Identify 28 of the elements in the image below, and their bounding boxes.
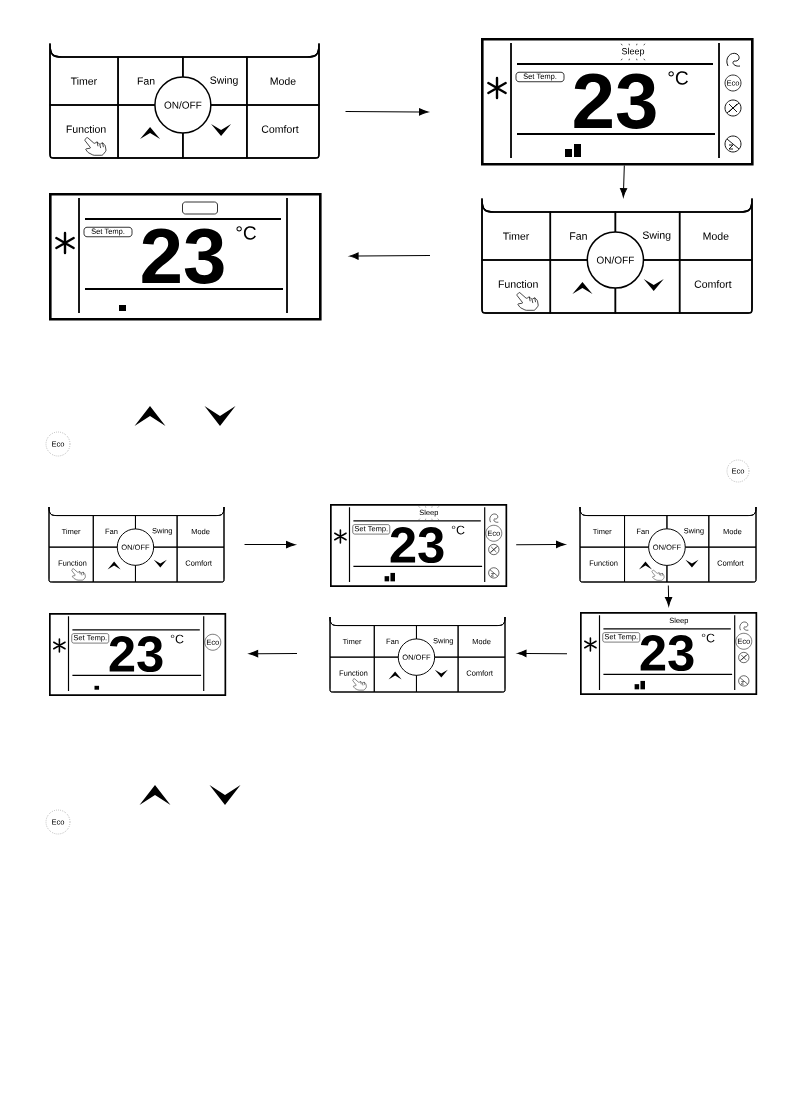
- keypad-button: Function: [49, 104, 119, 159]
- keypad-button: Mode: [246, 43, 320, 106]
- keypad-button: Timer: [481, 198, 552, 261]
- temperature-readout: 23: [640, 635, 694, 672]
- arrow: [248, 650, 298, 658]
- temperature-readout: 23: [142, 228, 224, 284]
- blank-tag: [182, 201, 218, 215]
- arrow: [664, 585, 673, 607]
- unit-symbol: °C: [451, 525, 465, 535]
- temperature-readout: 23: [390, 527, 444, 564]
- arrow: [349, 252, 431, 260]
- arrow: [619, 165, 628, 198]
- keypad-button: Comfort: [246, 104, 320, 159]
- keypad-button: Mode: [678, 198, 753, 261]
- unit-symbol: °C: [236, 226, 256, 240]
- temperature-readout: 23: [109, 636, 163, 673]
- temperature-readout: 23: [574, 73, 656, 129]
- unit-symbol: °C: [170, 634, 184, 644]
- keypad-button: Function: [481, 259, 552, 314]
- arrow: [244, 540, 296, 549]
- arrow: [517, 649, 568, 658]
- keypad-button: Timer: [49, 43, 119, 106]
- unit-symbol: °C: [668, 71, 688, 85]
- arrow: [515, 540, 566, 549]
- arrow: [345, 108, 429, 116]
- keypad-button: Comfort: [678, 259, 753, 314]
- sleep-indicator: Sleep: [621, 47, 645, 57]
- unit-symbol: °C: [701, 633, 715, 643]
